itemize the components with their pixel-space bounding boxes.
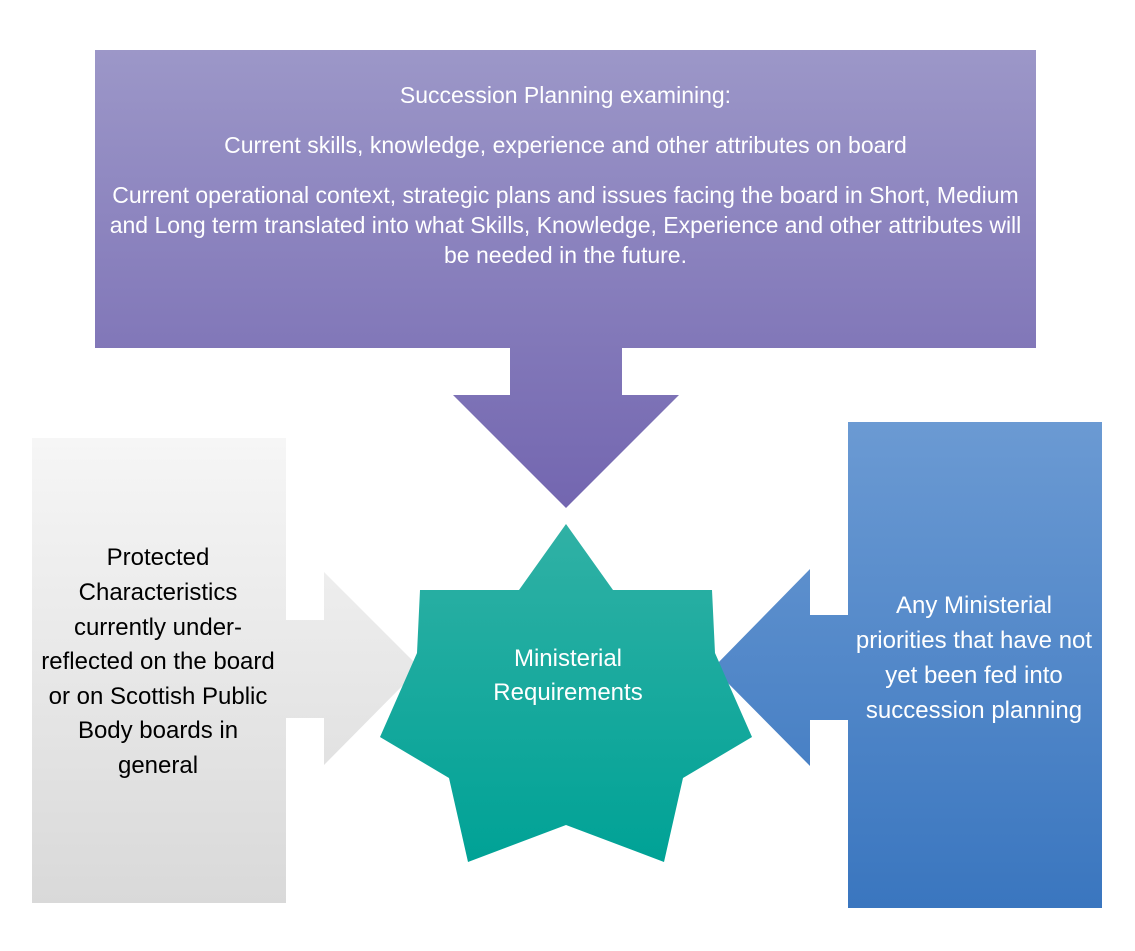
ministerial-requirements-text: Ministerial Requirements: [493, 645, 643, 706]
left-callout-shape: [32, 438, 420, 903]
ministerial-priorities-box: Any Ministerial priorities that have not…: [852, 568, 1096, 748]
top-callout-shape: [95, 50, 1036, 508]
ministerial-priorities-text: Any Ministerial priorities that have not…: [855, 592, 1093, 724]
protected-characteristics-box: Protected Characteristics currently unde…: [40, 520, 276, 805]
succession-planning-heading: Succession Planning examining:: [399, 82, 732, 108]
operational-context-text: Current operational context, strategic p…: [109, 182, 1022, 268]
right-callout-shape: [713, 422, 1102, 908]
succession-planning-box: Succession Planning examining: Current s…: [95, 80, 1036, 300]
ministerial-requirements-star: Ministerial Requirements: [452, 638, 684, 714]
center-star-shape: [380, 524, 752, 862]
current-skills-text: Current skills, knowledge, experience an…: [224, 132, 907, 158]
protected-characteristics-text: Protected Characteristics currently unde…: [41, 544, 275, 779]
